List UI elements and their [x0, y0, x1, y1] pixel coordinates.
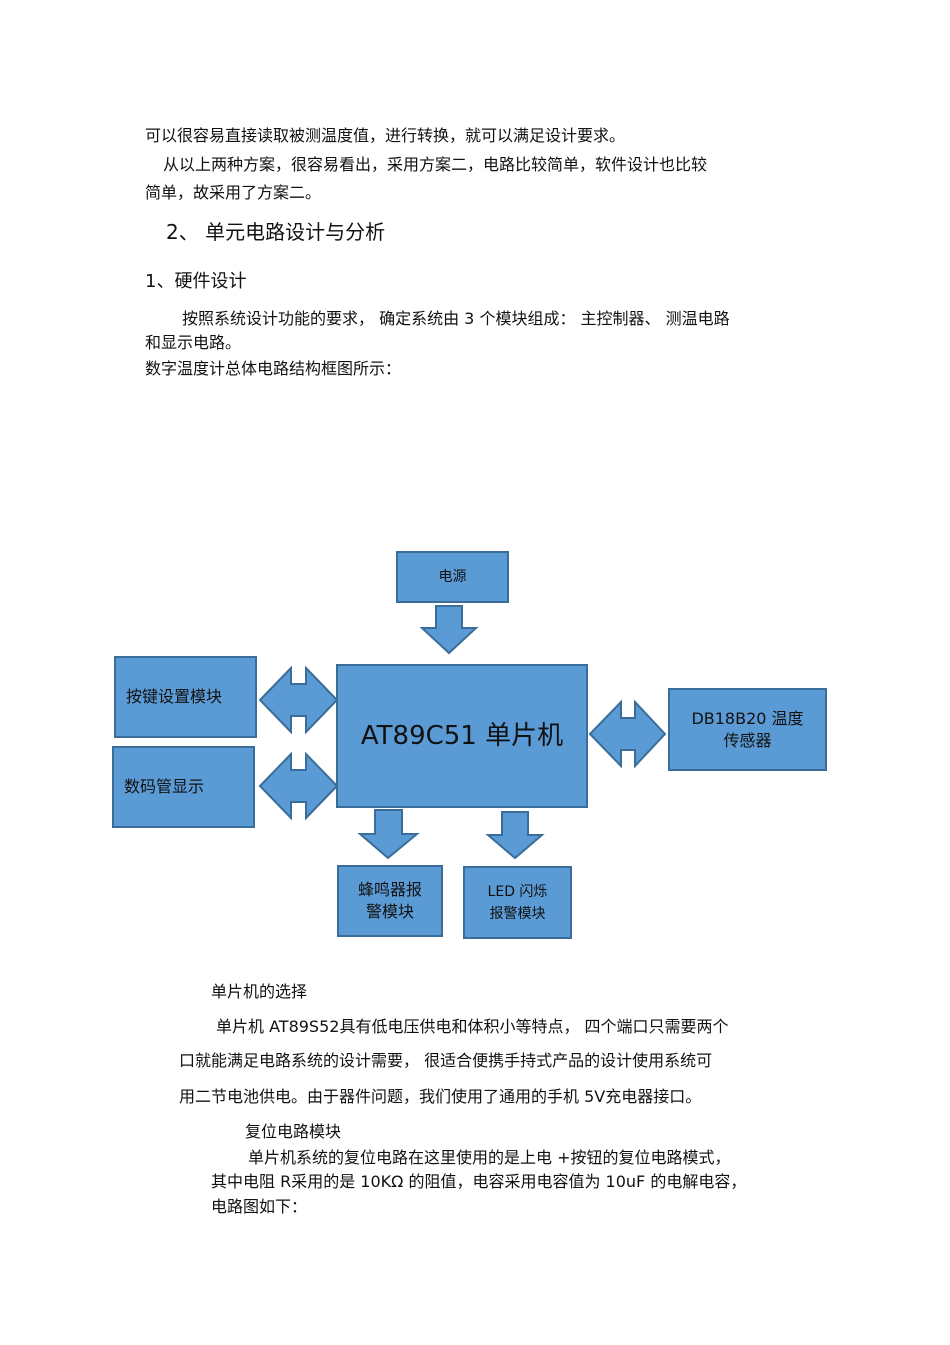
- buzzer-block: 蜂鸣器报 警模块: [337, 865, 443, 937]
- led-label-line1: LED 闪烁: [487, 883, 548, 900]
- section-heading: 2、 单元电路设计与分析: [166, 220, 386, 244]
- mcu-label: AT89C51 单片机: [360, 721, 564, 751]
- arrow-display-mcu: [258, 751, 339, 821]
- sensor-block: DB18B20 温度 传感器: [668, 688, 827, 771]
- paragraph-line: 用二节电池供电。由于器件问题，我们使用了通用的手机 5V充电器接口。: [179, 1087, 702, 1106]
- paragraph-line: 简单，故采用了方案二。: [145, 183, 322, 202]
- power-block: 电源: [396, 551, 509, 603]
- paragraph-line: 数字温度计总体电路结构框图所示：: [145, 359, 402, 378]
- paragraph-line: 按照系统设计功能的要求， 确定系统由 3 个模块组成： 主控制器、 测温电路: [182, 309, 730, 328]
- mcu-block: AT89C51 单片机: [336, 664, 588, 808]
- subsection-heading: 1、硬件设计: [145, 271, 247, 292]
- arrow-keys-mcu: [258, 665, 339, 735]
- subsection-title: 单片机的选择: [211, 982, 308, 1001]
- paragraph-line: 单片机 AT89S52具有低电压供电和体积小等特点， 四个端口只需要两个: [216, 1017, 729, 1036]
- keys-block: 按键设置模块: [114, 656, 257, 738]
- subsection-title: 复位电路模块: [245, 1122, 342, 1141]
- paragraph-line: 从以上两种方案，很容易看出，采用方案二，电路比较简单，软件设计也比较: [163, 155, 708, 174]
- led-block: LED 闪烁 报警模块: [463, 866, 572, 939]
- display-label: 数码管显示: [124, 777, 205, 796]
- paragraph-line: 可以很容易直接读取被测温度值，进行转换，就可以满足设计要求。: [145, 126, 626, 145]
- paragraph-line: 电路图如下：: [211, 1197, 308, 1216]
- paragraph-line: 口就能满足电路系统的设计需要， 很适合便携手持式产品的设计使用系统可: [179, 1051, 713, 1070]
- keys-label: 按键设置模块: [126, 687, 223, 706]
- arrow-led-down: [485, 811, 545, 860]
- sensor-label-line1: DB18B20 温度: [691, 708, 804, 728]
- paragraph-line: 和显示电路。: [145, 333, 242, 352]
- arrow-power-down: [419, 605, 479, 655]
- led-label-line2: 报警模块: [489, 905, 546, 922]
- buzzer-label-line2: 警模块: [365, 902, 414, 921]
- paragraph-line: 其中电阻 R采用的是 10KΩ 的阻值，电容采用电容值为 10uF 的电解电容，: [211, 1172, 747, 1191]
- power-label: 电源: [438, 569, 467, 585]
- paragraph-line: 单片机系统的复位电路在这里使用的是上电 +按钮的复位电路模式，: [248, 1148, 731, 1167]
- sensor-label-line2: 传感器: [723, 730, 772, 750]
- arrow-mcu-sensor: [588, 699, 667, 769]
- display-block: 数码管显示: [112, 746, 255, 828]
- arrow-buzzer-down: [357, 809, 420, 860]
- buzzer-label-line1: 蜂鸣器报: [357, 880, 422, 899]
